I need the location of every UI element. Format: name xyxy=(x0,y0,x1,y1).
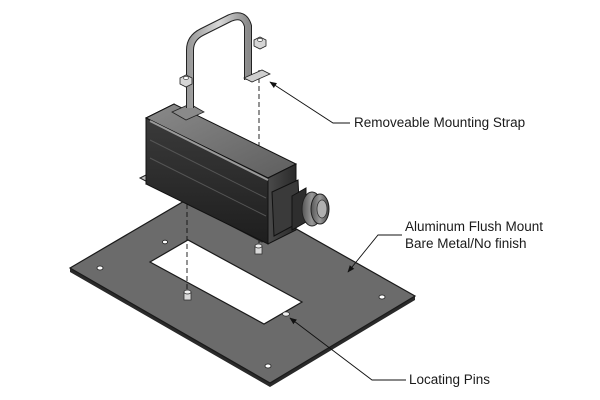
locating-pin xyxy=(254,243,263,255)
callout-locating-pins: Locating Pins xyxy=(409,372,491,387)
plate-hole xyxy=(264,363,272,369)
leader-lines xyxy=(269,81,406,381)
callout-mounting-strap: Removeable Mounting Strap xyxy=(354,115,526,130)
enclosure xyxy=(138,103,301,245)
callout-plate-line2: Bare Metal/No finish xyxy=(405,236,527,251)
hex-nut xyxy=(179,74,193,88)
mounting-strap xyxy=(186,12,271,108)
strap-leader xyxy=(269,81,350,124)
hex-nut xyxy=(253,36,267,50)
callout-plate-line1: Aluminum Flush Mount xyxy=(405,219,544,234)
pins-leader xyxy=(289,317,406,381)
plate-cutout xyxy=(148,239,304,325)
plate-hole xyxy=(162,239,168,245)
plate-hole xyxy=(96,265,104,271)
flush-mount-plate xyxy=(68,182,417,387)
plate-leader xyxy=(347,234,402,273)
locating-pin xyxy=(183,289,192,301)
plate-hole xyxy=(378,294,386,300)
locating-pin xyxy=(282,311,290,317)
threaded-fitting xyxy=(291,187,330,231)
